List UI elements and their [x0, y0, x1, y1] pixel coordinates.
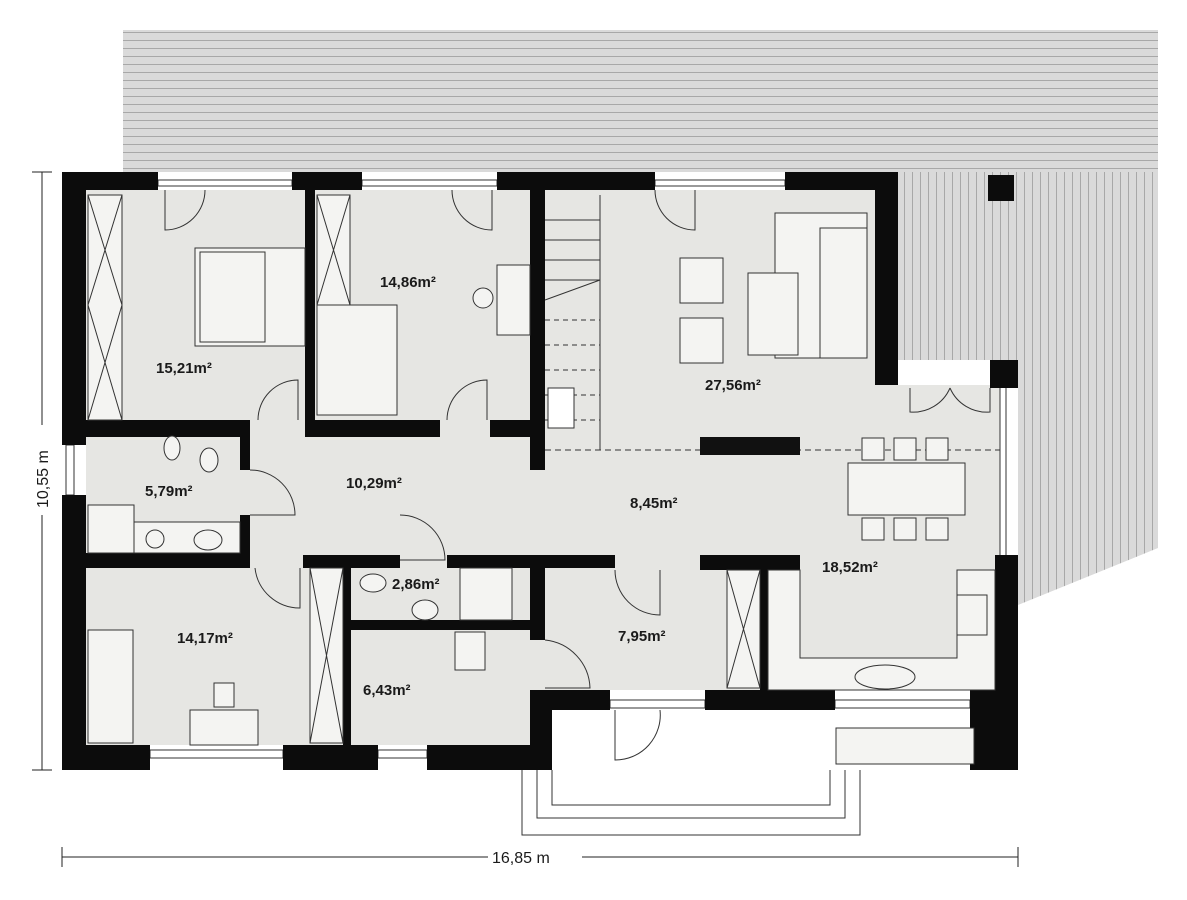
- bidet: [163, 435, 181, 461]
- room-labels: 15,21m² 14,86m² 27,56m² 5,79m² 10,29m² 8…: [145, 274, 878, 699]
- terrace-right: [898, 172, 1158, 605]
- area-room-3: 14,17m²: [177, 630, 233, 647]
- area-entrance: 7,95m²: [618, 628, 666, 645]
- area-bathroom: 5,79m²: [145, 483, 193, 500]
- area-dining-kitchen: 18,52m²: [822, 559, 878, 576]
- bed-3: [87, 629, 134, 744]
- walls: [62, 172, 1018, 770]
- staircase: [544, 195, 1000, 451]
- kitchen-sink: [854, 664, 916, 690]
- shower-wc: [459, 567, 513, 621]
- armchair: [679, 317, 724, 364]
- boiler: [454, 631, 486, 671]
- width-dimension: 16,85 m: [492, 850, 550, 867]
- terrace-top: [123, 30, 1158, 172]
- area-room-2: 14,86m²: [380, 274, 436, 291]
- kitchen-counter: [767, 569, 996, 691]
- area-living-room: 27,56m²: [705, 377, 761, 394]
- stove: [956, 594, 988, 636]
- toilet: [199, 447, 219, 473]
- desk-3: [189, 709, 259, 746]
- dining-table: [847, 462, 966, 516]
- chimney: [988, 175, 1014, 201]
- area-corridor: 8,45m²: [630, 495, 678, 512]
- area-bedroom: 15,21m²: [156, 360, 212, 377]
- desk: [496, 264, 531, 336]
- bay-window-bench: [835, 727, 975, 765]
- dimension-lines: [32, 171, 1019, 867]
- coffee-table: [747, 272, 799, 356]
- area-wc: 2,86m²: [392, 576, 440, 593]
- armchair: [679, 257, 724, 304]
- toilet-wc: [359, 573, 387, 593]
- furniture: [87, 189, 996, 836]
- shower: [87, 504, 135, 554]
- wardrobe: [87, 194, 123, 421]
- area-hall: 10,29m²: [346, 475, 402, 492]
- area-boiler-room: 6,43m²: [363, 682, 411, 699]
- height-dimension: 10,55 m: [35, 450, 52, 508]
